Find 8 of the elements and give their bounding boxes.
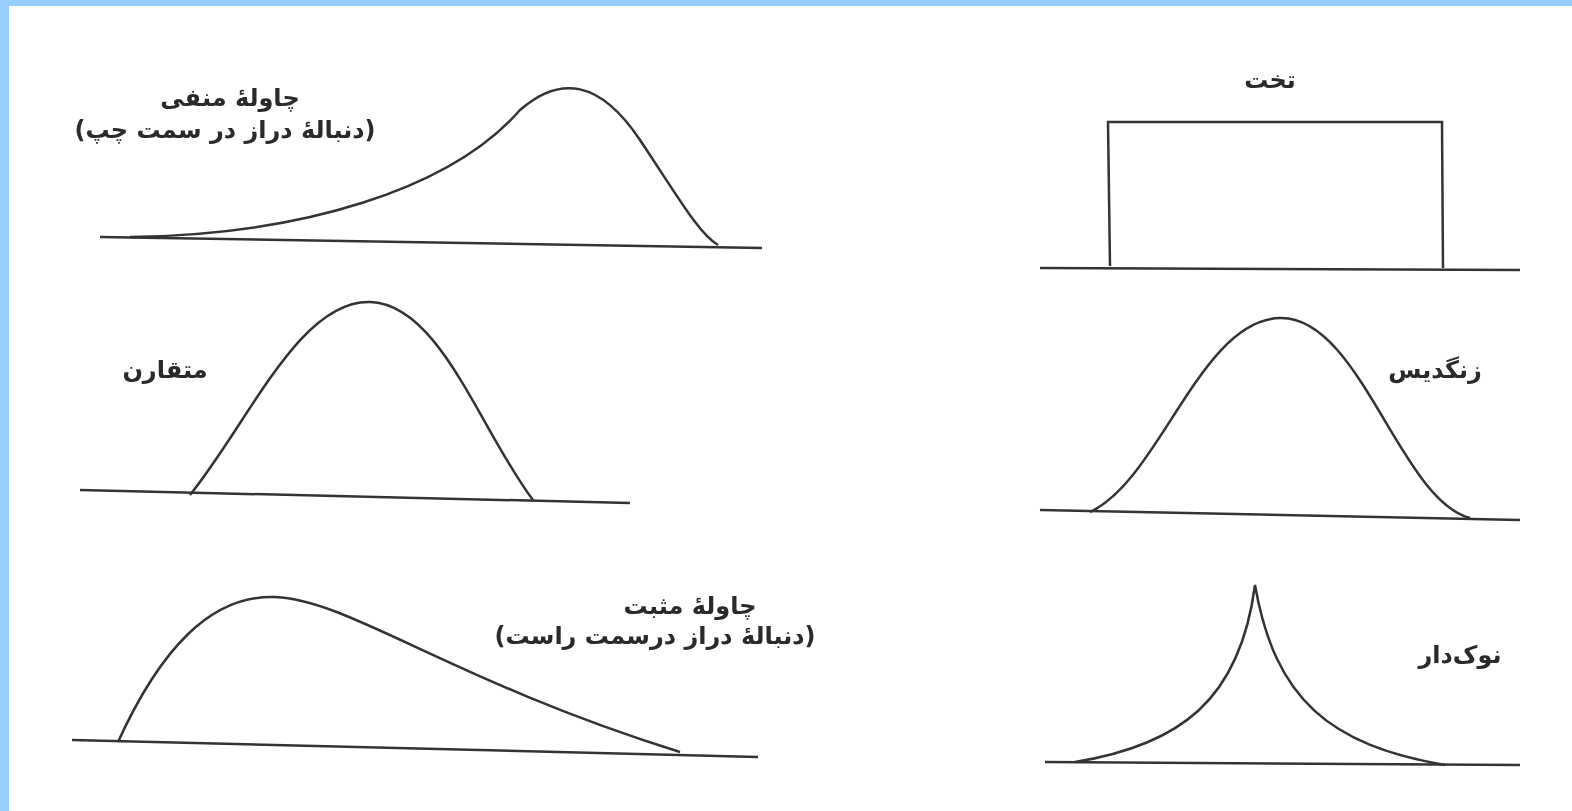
shape-label: متقارن [122,356,208,384]
shape-label: (دنبالهٔ دراز در سمت چپ) [74,116,376,144]
shape-label: زنگدیس [1388,356,1482,384]
shape-label: چاولهٔ مثبت [623,592,757,620]
shape-label: (دنبالهٔ دراز درسمت راست) [494,622,816,650]
shape-label: چاولهٔ منفی [160,84,300,112]
shape-label: نوک‌دار [1418,641,1502,669]
shape-label: تخت [1244,66,1296,94]
